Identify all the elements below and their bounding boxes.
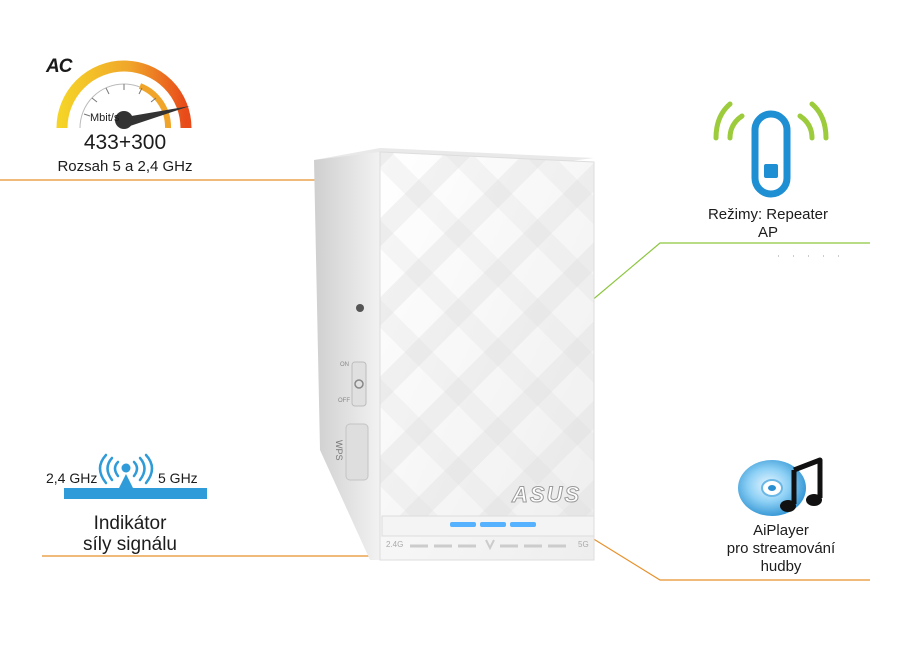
frequency-5ghz-label: 5 GHz [158,470,198,486]
speed-value: 433+300 [83,131,167,154]
ac-badge: AC [46,56,72,77]
aiplayer-line-1: AiPlayer [753,522,809,539]
wifi-signal-icon [98,453,154,488]
modes-line-2: AP [757,224,778,241]
frequency-range: Rozsah 5 a 2,4 GHz [57,158,193,175]
music-disc-icon [738,457,823,516]
power-switch-on-label: ON [340,362,349,368]
power-switch-off-label: OFF [338,398,350,404]
speed-unit: Mbit/s [90,112,120,124]
modes-line-1: Režimy: Repeater [707,206,829,223]
signal-line-1: Indikátor [93,513,167,534]
signal-indicator-label: Indikátor síly signálu [50,513,210,555]
modes-label: Režimy: Repeater AP [690,206,846,242]
device-brand-logo: ASUS [511,482,582,508]
repeater-antenna-icon [713,101,829,198]
signal-line-2: síly signálu [83,534,177,555]
aiplayer-line-2: pro streamování [726,540,836,557]
band-5g-label: 5G [578,540,589,549]
repeater-device [314,148,595,561]
modes-callout-line [589,242,870,303]
wps-button[interactable]: WPS [334,440,344,461]
signal-bar [64,488,207,499]
aiplayer-label: AiPlayer pro streamování hudby [696,522,866,576]
frequency-2-4ghz-label: 2,4 GHz [46,470,98,486]
band-2-4g-label: 2.4G [386,540,404,549]
aiplayer-line-3: hudby [760,558,802,575]
speed-gauge-icon [56,60,192,129]
